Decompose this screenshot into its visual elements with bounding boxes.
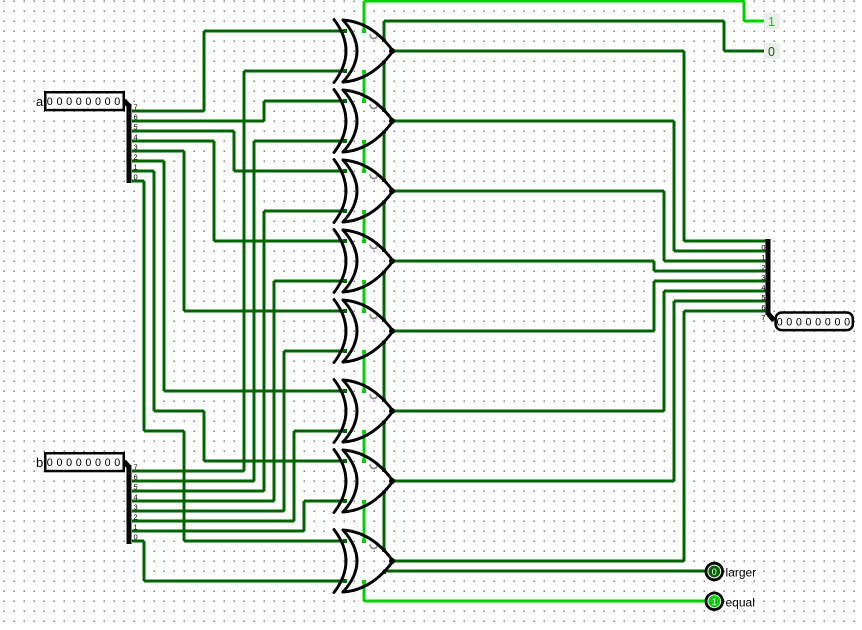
svg-text:larger: larger — [726, 566, 757, 580]
svg-text:5: 5 — [134, 483, 138, 492]
svg-text:2: 2 — [134, 153, 138, 162]
svg-text:1: 1 — [712, 597, 717, 607]
svg-text:6: 6 — [761, 303, 765, 312]
svg-text:7: 7 — [134, 103, 138, 112]
svg-text:0: 0 — [761, 243, 765, 252]
svg-text:5: 5 — [134, 123, 138, 132]
svg-text:7: 7 — [761, 313, 765, 322]
svg-text:1: 1 — [134, 163, 138, 172]
svg-text:2: 2 — [134, 513, 138, 522]
svg-text:0 0 0 0 0 0 0 0: 0 0 0 0 0 0 0 0 — [47, 457, 121, 469]
svg-text:3: 3 — [134, 503, 138, 512]
svg-text:5: 5 — [761, 293, 765, 302]
svg-text:3: 3 — [761, 273, 765, 282]
svg-text:0: 0 — [134, 533, 138, 542]
svg-text:2: 2 — [761, 263, 765, 272]
svg-text:b: b — [36, 455, 43, 470]
svg-text:0: 0 — [134, 173, 138, 182]
svg-text:0: 0 — [712, 567, 717, 577]
svg-text:1: 1 — [761, 253, 765, 262]
svg-text:4: 4 — [134, 493, 138, 502]
svg-text:0 0 0 0 0 0 0 0: 0 0 0 0 0 0 0 0 — [777, 316, 851, 328]
svg-text:7: 7 — [134, 463, 138, 472]
svg-text:6: 6 — [134, 113, 138, 122]
svg-text:6: 6 — [134, 473, 138, 482]
svg-text:3: 3 — [134, 143, 138, 152]
svg-text:0: 0 — [768, 45, 775, 59]
svg-text:a: a — [36, 94, 44, 109]
svg-text:1: 1 — [768, 15, 775, 29]
svg-text:1: 1 — [134, 523, 138, 532]
svg-text:equal: equal — [726, 596, 755, 610]
svg-text:4: 4 — [134, 133, 138, 142]
svg-text:0 0 0 0 0 0 0 0: 0 0 0 0 0 0 0 0 — [47, 96, 121, 108]
svg-text:4: 4 — [761, 283, 765, 292]
